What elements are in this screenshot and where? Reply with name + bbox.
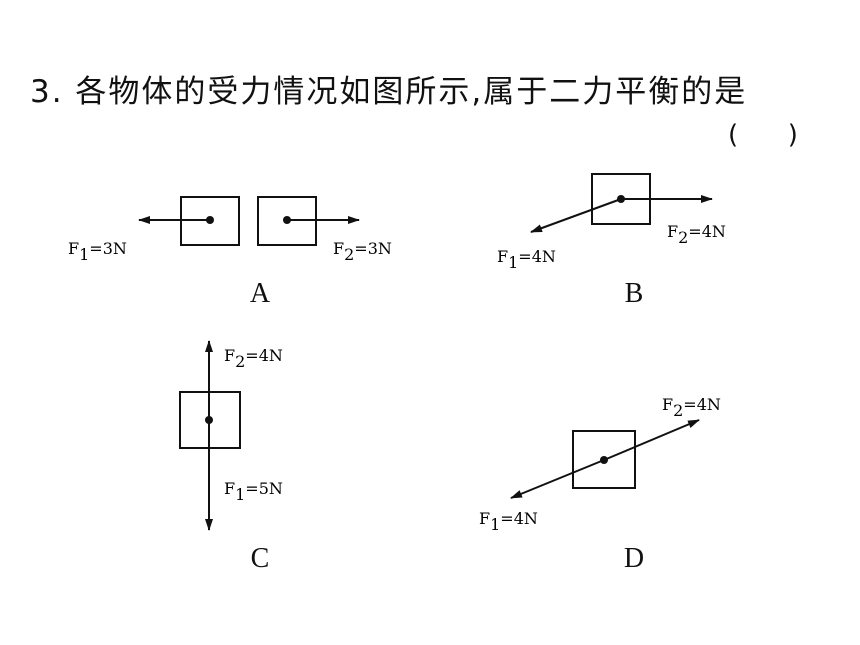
option-b-f2-label: F2=4N (667, 222, 726, 247)
option-b-arrow-f1 (530, 198, 622, 233)
option-d-letter: D (624, 543, 644, 574)
option-b-letter: B (625, 278, 644, 309)
option-a-f1-label: F1=3N (68, 239, 127, 264)
option-c-letter: C (251, 543, 270, 574)
option-c-f2-label: F2=4N (224, 346, 283, 371)
option-d-f1-label: F1=4N (479, 509, 538, 534)
option-b-f1-label: F1=4N (497, 247, 556, 272)
option-d-arrow-f1 (510, 459, 605, 499)
option-d-arrow-f2 (603, 419, 700, 461)
option-a-f2-label: F2=3N (333, 239, 392, 264)
option-b-diagram: F2=4N F1=4N B (497, 173, 726, 309)
answer-blank: ( ) (728, 120, 798, 150)
option-d-block (572, 430, 636, 489)
option-c-f1-label: F1=5N (224, 479, 283, 504)
option-a-letter: A (250, 278, 271, 309)
option-d-f2-label: F2=4N (662, 395, 721, 420)
option-a-diagram: F1=3N F2=3N A (68, 196, 392, 309)
option-d-diagram: F2=4N F1=4N D (479, 395, 721, 574)
option-c-diagram: F2=4N F1=5N C (179, 340, 283, 574)
question-text: 3. 各物体的受力情况如图所示,属于二力平衡的是 (30, 74, 748, 110)
